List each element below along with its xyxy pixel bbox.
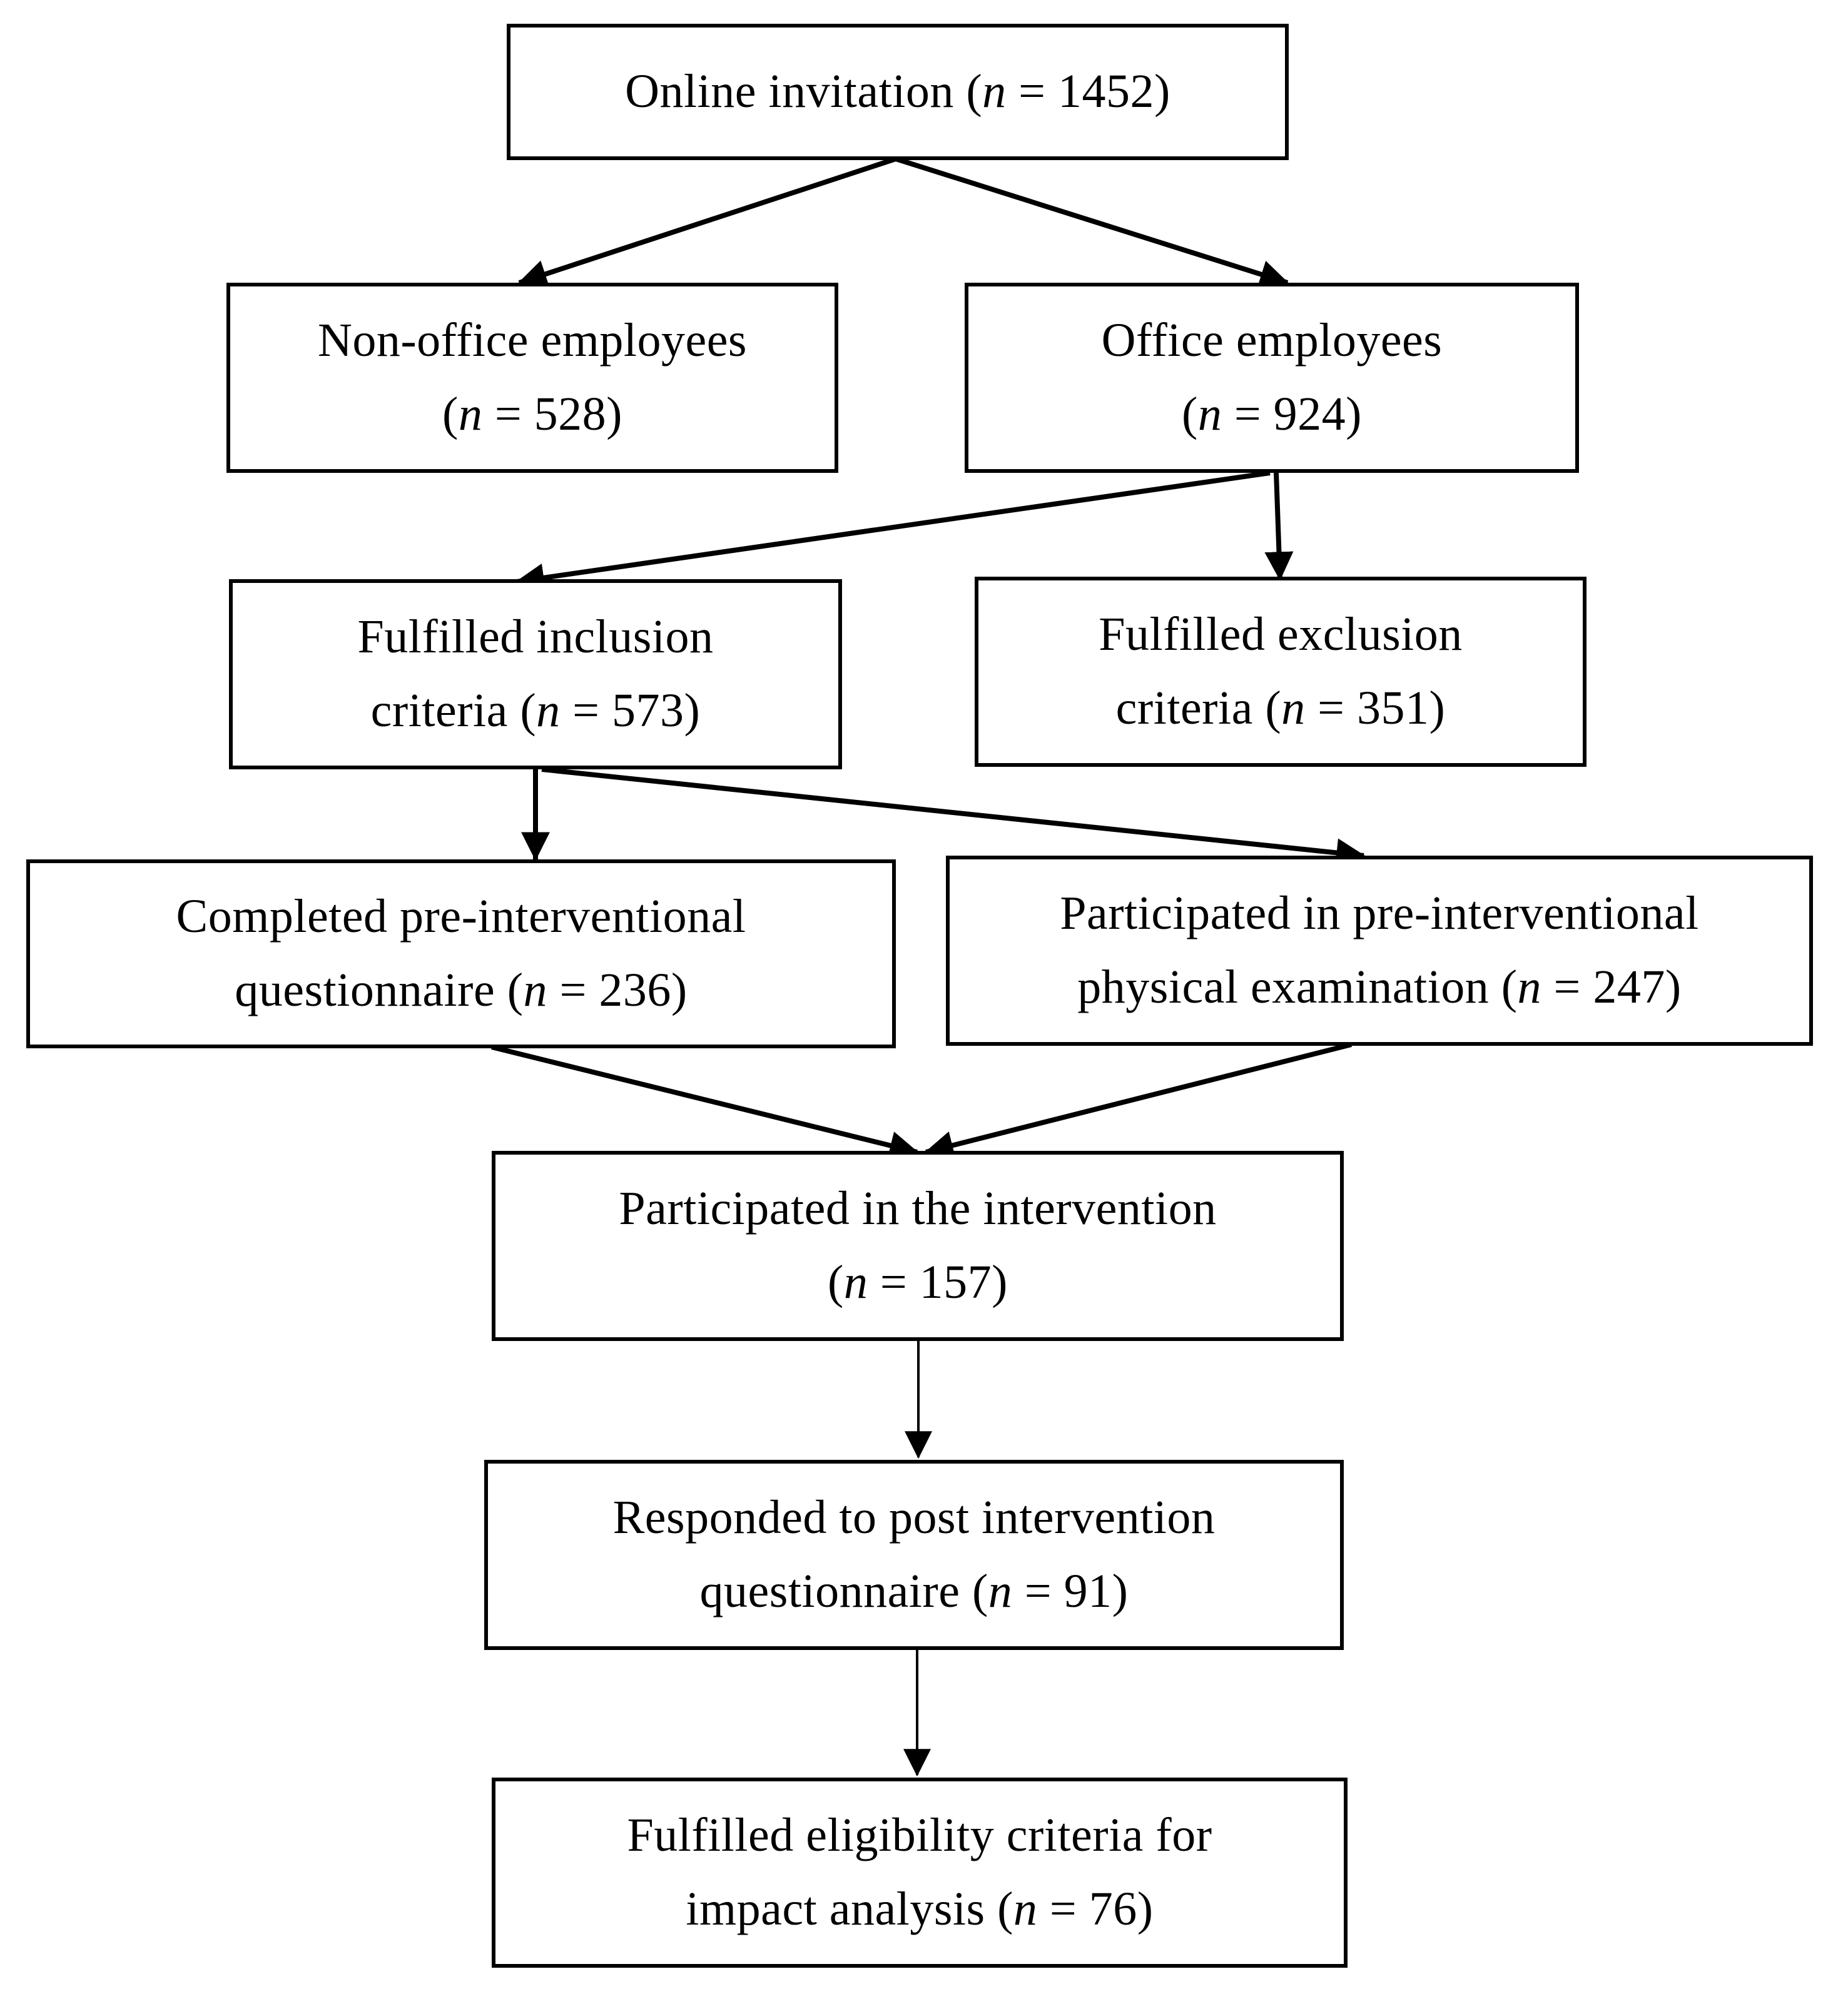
node-line: Completed pre-interventional bbox=[176, 890, 746, 943]
node-line: physical examination (n = 247) bbox=[1077, 961, 1682, 1013]
node-line: Participated in the intervention bbox=[619, 1182, 1217, 1235]
node-line: Fulfilled eligibility criteria for bbox=[627, 1809, 1212, 1862]
node-line: Fulfilled inclusion bbox=[357, 610, 714, 664]
edge-inclusion-to-pre-physical-exam bbox=[541, 767, 1366, 868]
edge-pre-physical-exam-to-intervention bbox=[924, 1042, 1352, 1160]
edge-office-to-exclusion bbox=[1264, 472, 1294, 581]
edge-invitation-to-non-office bbox=[517, 156, 897, 288]
edge-pre-questionnaire-to-intervention bbox=[491, 1045, 919, 1160]
node-inclusion-criteria: Fulfilled inclusion criteria (n = 573) bbox=[229, 579, 842, 769]
node-non-office-employees: Non-office employees (n = 528) bbox=[226, 283, 838, 473]
node-line: questionnaire (n = 91) bbox=[699, 1565, 1129, 1617]
node-line: questionnaire (n = 236) bbox=[235, 964, 688, 1016]
node-pre-questionnaire: Completed pre-interventional questionnai… bbox=[26, 859, 896, 1048]
edge-invitation-to-office bbox=[895, 156, 1289, 288]
node-exclusion-criteria: Fulfilled exclusion criteria (n = 351) bbox=[975, 577, 1587, 767]
node-line: Fulfilled exclusion bbox=[1099, 608, 1463, 661]
node-line: Responded to post intervention bbox=[612, 1491, 1216, 1544]
node-line: Office employees bbox=[1101, 314, 1443, 367]
node-online-invitation: Online invitation (n = 1452) bbox=[507, 24, 1289, 160]
node-line: impact analysis (n = 76) bbox=[686, 1883, 1154, 1935]
node-line: (n = 924) bbox=[1182, 388, 1362, 440]
edge-office-to-inclusion bbox=[515, 470, 1271, 592]
node-line: Non-office employees bbox=[317, 314, 748, 367]
node-pre-physical-exam: Participated in pre-interventional physi… bbox=[946, 856, 1813, 1046]
node-intervention: Participated in the intervention (n = 15… bbox=[492, 1151, 1344, 1341]
node-line: criteria (n = 351) bbox=[1115, 682, 1446, 734]
node-line: criteria (n = 573) bbox=[370, 684, 701, 737]
node-line: Participated in pre-interventional bbox=[1060, 887, 1699, 940]
node-impact-analysis: Fulfilled eligibility criteria for impac… bbox=[492, 1778, 1348, 1968]
node-post-questionnaire: Responded to post intervention questionn… bbox=[484, 1460, 1344, 1650]
node-line: (n = 528) bbox=[442, 388, 622, 440]
node-line: Online invitation (n = 1452) bbox=[625, 65, 1170, 118]
node-office-employees: Office employees (n = 924) bbox=[965, 283, 1579, 473]
node-line: (n = 157) bbox=[828, 1256, 1008, 1308]
